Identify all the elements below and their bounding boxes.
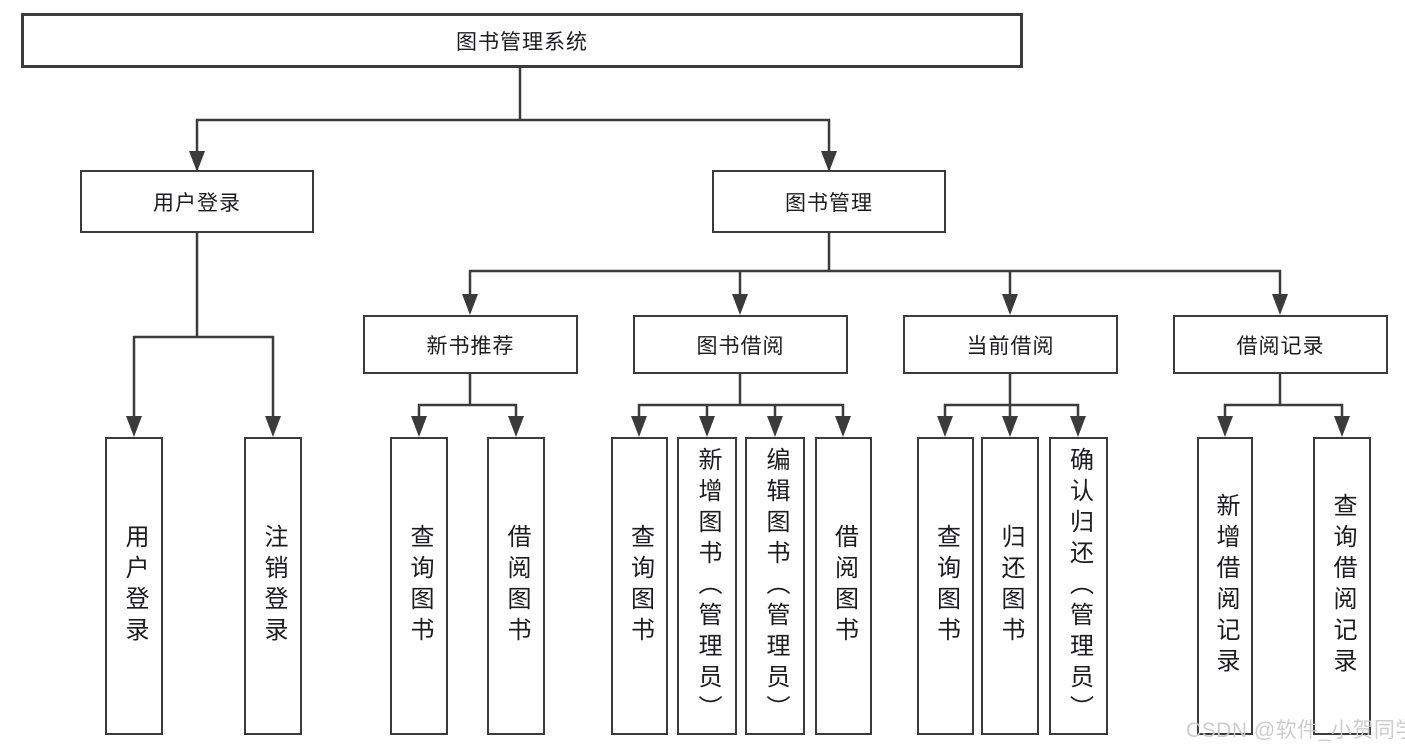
leaf-borrow-query-books: 查询图书 — [611, 437, 668, 735]
node-label: 借阅图书 — [830, 524, 858, 648]
node-label: 用户登录 — [153, 191, 241, 215]
node-new-book-recommendation: 新书推荐 — [363, 315, 578, 374]
leaf-return-books: 归还图书 — [981, 437, 1039, 735]
node-label: 图书借阅 — [696, 334, 785, 358]
leaf-user-login: 用户登录 — [105, 437, 163, 735]
node-label: 借阅图书 — [503, 524, 530, 648]
node-book-borrowing: 图书借阅 — [633, 315, 848, 374]
node-label: 查询图书 — [626, 524, 654, 648]
node-label: 图书管理 — [785, 191, 873, 215]
node-book-management: 图书管理 — [712, 170, 946, 233]
leaf-borrow-books: 借阅图书 — [815, 437, 872, 735]
node-label: 当前借阅 — [966, 334, 1055, 358]
leaf-edit-books-admin: 编辑图书（管理员） — [745, 437, 805, 735]
node-label: 查询借阅记录 — [1329, 493, 1356, 679]
node-label: 注销登录 — [260, 524, 287, 648]
leaf-confirm-return-admin: 确认归还（管理员） — [1049, 437, 1108, 735]
node-current-borrowing: 当前借阅 — [903, 315, 1118, 374]
node-borrowing-records: 借阅记录 — [1173, 315, 1388, 374]
node-label: 新书推荐 — [426, 334, 515, 358]
node-label: 编辑图书（管理员） — [762, 446, 789, 726]
arrowheads — [126, 151, 1350, 437]
node-label: 归还图书 — [997, 524, 1024, 648]
leaf-recommend-query-books: 查询图书 — [390, 437, 448, 735]
leaf-add-books-admin: 新增图书（管理员） — [677, 437, 737, 735]
leaf-add-borrow-record: 新增借阅记录 — [1197, 437, 1253, 735]
node-user-login: 用户登录 — [80, 170, 314, 233]
leaf-recommend-borrow-books: 借阅图书 — [487, 437, 545, 735]
leaf-logout: 注销登录 — [244, 437, 302, 735]
leaf-current-query-books: 查询图书 — [917, 437, 974, 735]
node-label: 新增图书（管理员） — [694, 446, 721, 726]
connector-lines — [132, 68, 1344, 420]
leaf-query-borrow-record: 查询借阅记录 — [1313, 437, 1371, 735]
node-label: 确认归还（管理员） — [1065, 446, 1093, 726]
node-label: 图书管理系统 — [456, 30, 588, 54]
watermark: CSDN @软件_小贺同学 — [1186, 719, 1405, 742]
node-label: 用户登录 — [121, 524, 148, 648]
node-label: 查询图书 — [932, 524, 960, 648]
node-label: 借阅记录 — [1236, 334, 1325, 358]
node-label: 新增借阅记录 — [1212, 493, 1239, 679]
node-library-management-system: 图书管理系统 — [21, 13, 1023, 68]
node-label: 查询图书 — [406, 524, 433, 648]
